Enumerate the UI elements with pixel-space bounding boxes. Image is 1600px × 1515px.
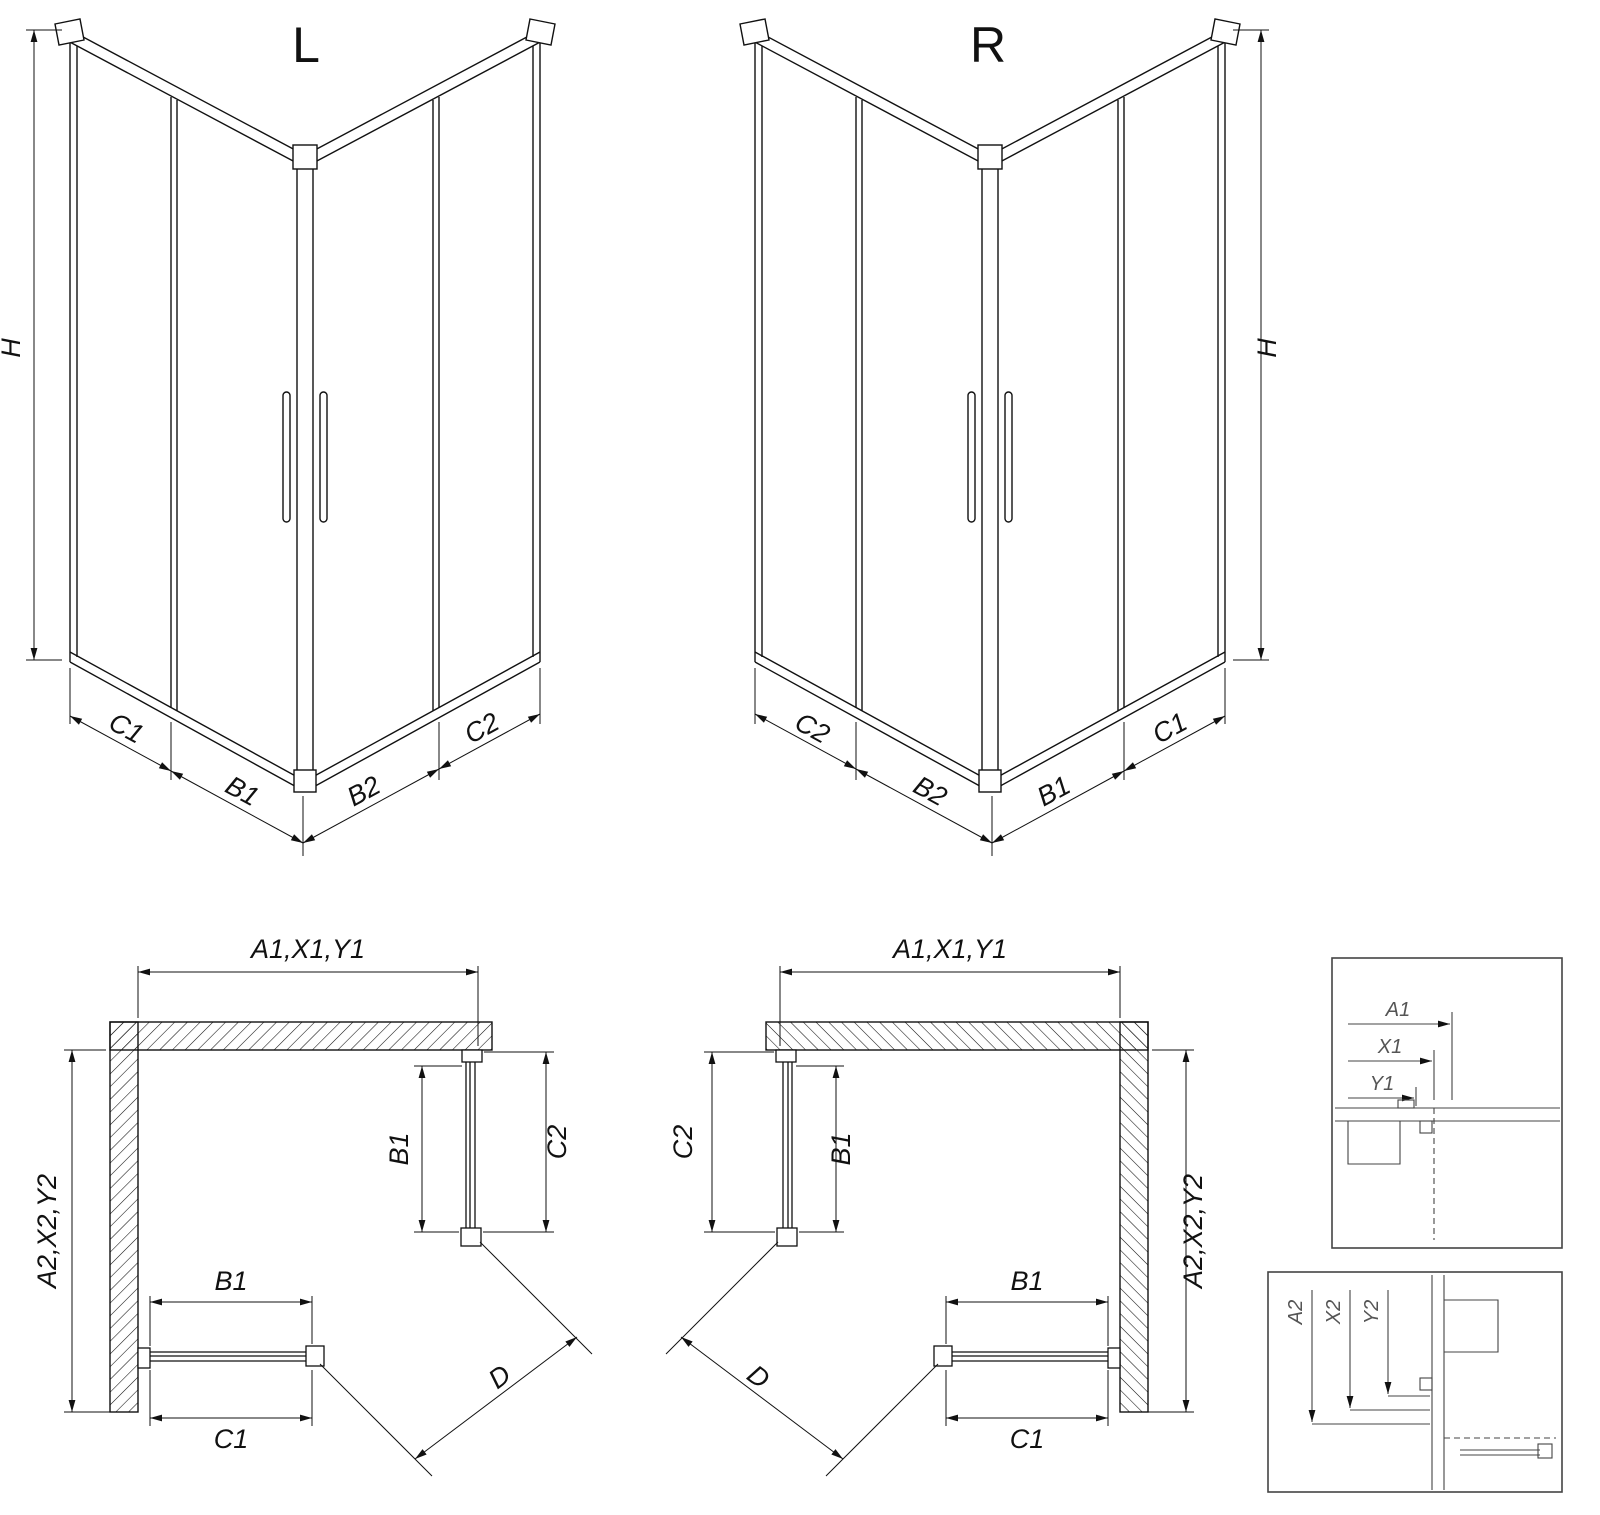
- plan-l-label-a1x1y1: A1,X1,Y1: [249, 934, 365, 964]
- plan-r-label-d: D: [742, 1359, 776, 1395]
- corner-connector-bottom: [293, 769, 317, 793]
- plan-l-label-a2x2y2: A2,X2,Y2: [32, 1174, 62, 1290]
- plan-r-label-b1-front: B1: [1010, 1266, 1043, 1296]
- detail-label-y2: Y2: [1361, 1300, 1383, 1324]
- plan-l-label-c2: C2: [542, 1125, 572, 1160]
- plan-r-label-c1: C1: [1010, 1424, 1045, 1454]
- detail-box-top-frame: [1331, 957, 1563, 1249]
- plan-dimensions: [64, 966, 593, 1477]
- iso-l-label-c1: C1: [104, 707, 149, 750]
- detail-label-x1: X1: [1377, 1036, 1402, 1058]
- wall-profile-cap: [54, 18, 85, 46]
- detail-box-bottom: [1267, 1271, 1563, 1493]
- iso-l-labels: L H C1 B1 B2 C2: [0, 17, 504, 812]
- iso-l-label-b1: B1: [221, 770, 264, 812]
- plan-r-label-a2x2y2: A2,X2,Y2: [1178, 1174, 1208, 1290]
- plan-l-label-d: D: [483, 1359, 517, 1395]
- detail-label-a1: A1: [1385, 999, 1410, 1021]
- door-handle-left: [282, 391, 291, 523]
- iso-r-labels: R H C2 B2 B1 C1: [790, 17, 1282, 812]
- corner-post: [460, 1227, 482, 1247]
- iso-r-label-b2: B2: [909, 770, 952, 812]
- iso-l-label-h: H: [0, 338, 26, 358]
- iso-view-geometry: [26, 18, 556, 856]
- plan-l-label-c1: C1: [214, 1424, 249, 1454]
- plan-l-labels: A1,X1,Y1 A2,X2,Y2 B1 C2 B1 C1 D: [32, 934, 572, 1454]
- iso-l-title: L: [292, 17, 320, 73]
- iso-r-label-h: H: [1252, 338, 1282, 358]
- detail-box-top: [1331, 957, 1563, 1249]
- detail-label-y1: Y1: [1370, 1073, 1394, 1095]
- iso-l-label-b2: B2: [342, 770, 385, 812]
- plan-r-label-a1x1y1: A1,X1,Y1: [891, 934, 1007, 964]
- plan-r-labels: A1,X1,Y1 A2,X2,Y2 B1 C2 B1 C1 D: [668, 934, 1208, 1454]
- plan-r-label-c2: C2: [668, 1125, 698, 1160]
- plan-r-label-b1-side: B1: [826, 1132, 856, 1165]
- corner-connector-top: [292, 144, 318, 170]
- door-handle-right: [319, 391, 328, 523]
- detail-top-labels: A1 X1 Y1: [1370, 999, 1410, 1095]
- dimension-height: [26, 29, 62, 661]
- iso-l-label-c2: C2: [459, 707, 504, 750]
- iso-r-label-b1: B1: [1032, 770, 1075, 812]
- wall-profile-cap: [525, 18, 556, 46]
- detail-label-a2: A2: [1285, 1300, 1307, 1325]
- iso-r-label-c1: C1: [1147, 707, 1192, 750]
- wall-side: [109, 1021, 139, 1413]
- wall-mount-profile: [461, 1049, 483, 1063]
- wall-mount-profile: [137, 1347, 151, 1369]
- detail-box-bottom-frame: [1267, 1271, 1563, 1493]
- detail-label-x2: X2: [1323, 1300, 1345, 1325]
- iso-r-label-c2: C2: [790, 707, 835, 750]
- iso-r-title: R: [970, 17, 1006, 73]
- plan-l-label-b1-front: B1: [214, 1266, 247, 1296]
- dimension-widths: [69, 668, 541, 856]
- plan-l-label-b1-side: B1: [384, 1132, 414, 1165]
- corner-post: [305, 1345, 325, 1367]
- plan-view-geometry: [64, 966, 593, 1477]
- wall-top: [109, 1021, 493, 1051]
- plan-view-geometry-mirrored: [666, 966, 1194, 1476]
- detail-bottom-labels: A2 X2 Y2: [1285, 1300, 1383, 1325]
